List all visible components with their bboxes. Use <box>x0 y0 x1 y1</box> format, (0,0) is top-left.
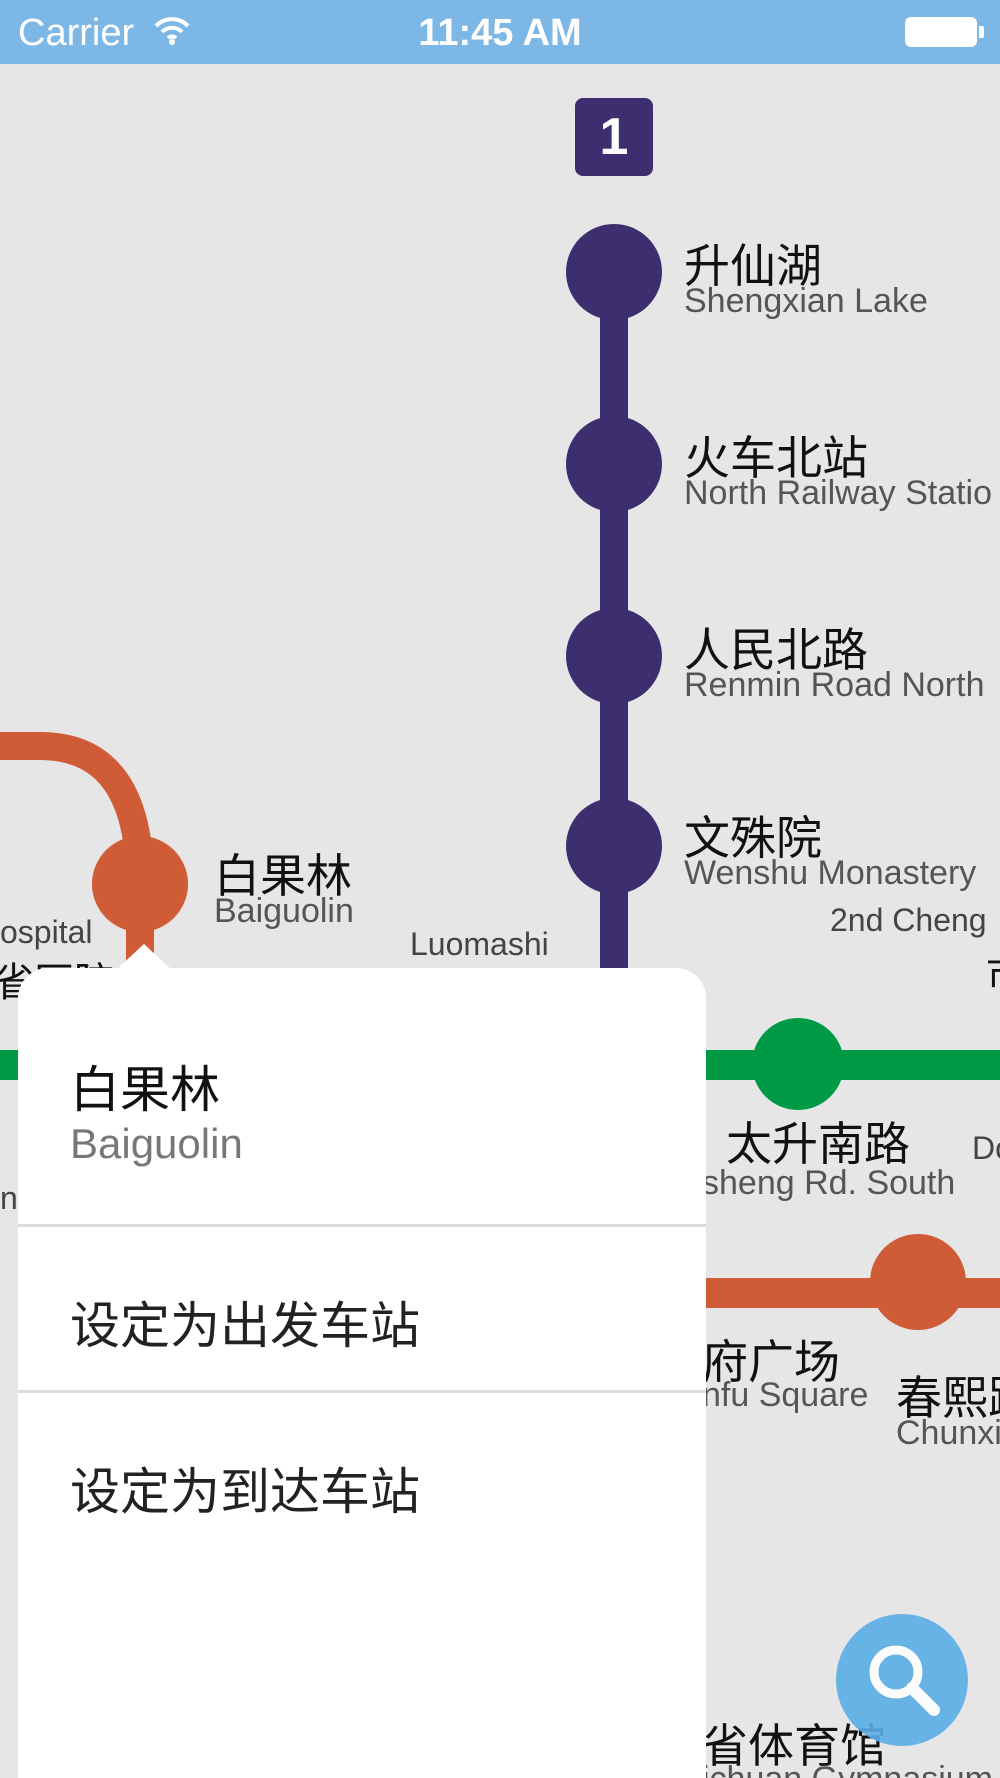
station-dot-chunxi <box>870 1234 966 1330</box>
station-label-zh[interactable]: 春熙路 <box>896 1371 1000 1425</box>
station-label-zh[interactable]: 白果林 <box>214 849 352 903</box>
station-label-zh[interactable]: 府广场 <box>702 1335 840 1389</box>
set-arrival-button[interactable]: 设定为到达车站 <box>70 1463 420 1521</box>
station-label-zh[interactable]: 太升南路 <box>726 1117 910 1171</box>
station-label-en: Baiguolin <box>214 892 354 930</box>
station-label-en: sheng Rd. South <box>702 1164 956 1202</box>
map-fragment-zh: 市 <box>986 942 1000 1000</box>
hospital-label-en: ospital <box>0 914 93 950</box>
station-dot-baiguolin <box>92 836 188 932</box>
station-label-zh[interactable]: 省体育馆 <box>702 1719 886 1773</box>
station-label-en: Renmin Road North <box>684 666 985 704</box>
popover-divider <box>18 1390 706 1393</box>
status-time: 11:45 AM <box>418 12 582 54</box>
battery-tip <box>979 26 984 38</box>
popover-arrow <box>116 944 172 970</box>
battery-icon <box>905 17 977 47</box>
station-label-en: Wenshu Monastery <box>684 854 977 892</box>
station-label-en: North Railway Statio <box>684 474 993 512</box>
search-button[interactable] <box>836 1614 968 1746</box>
station-dot-railway <box>566 416 662 512</box>
station-label-zh[interactable]: 文殊院 <box>684 811 822 865</box>
station-popover: 白果林 Baiguolin 设定为出发车站 设定为到达车站 <box>18 968 706 1778</box>
station-dot-taisheng <box>752 1018 844 1110</box>
set-departure-button[interactable]: 设定为出发车站 <box>70 1297 420 1355</box>
n-label: n <box>0 1180 18 1216</box>
station-dot-wenshu <box>566 798 662 894</box>
station-label-en: nfu Square <box>702 1376 869 1414</box>
station-label-zh[interactable]: 火车北站 <box>684 431 868 485</box>
luomashi-label: Luomashi <box>410 926 549 962</box>
line-1-badge[interactable]: 1 <box>575 98 653 176</box>
status-bar: Carrier 11:45 AM <box>0 0 1000 64</box>
station-label-en: ichuan Gymnasium <box>702 1760 993 1778</box>
popover-station-en: Baiguolin <box>70 1120 243 1167</box>
do-label: Do <box>972 1130 1000 1166</box>
station-label-en: Shengxian Lake <box>684 282 928 320</box>
station-dot-shengxian <box>566 224 662 320</box>
wifi-icon <box>152 14 192 51</box>
search-icon <box>869 1645 940 1716</box>
station-label-zh[interactable]: 升仙湖 <box>684 239 822 293</box>
second-cheng-label: 2nd Cheng <box>830 902 987 938</box>
popover-station-zh: 白果林 <box>70 1061 220 1119</box>
popover-divider <box>18 1224 706 1227</box>
station-label-en: Chunxi <box>896 1414 1000 1452</box>
station-label-zh[interactable]: 人民北路 <box>684 623 868 677</box>
carrier-label: Carrier <box>18 12 135 54</box>
station-dot-renmin <box>566 608 662 704</box>
